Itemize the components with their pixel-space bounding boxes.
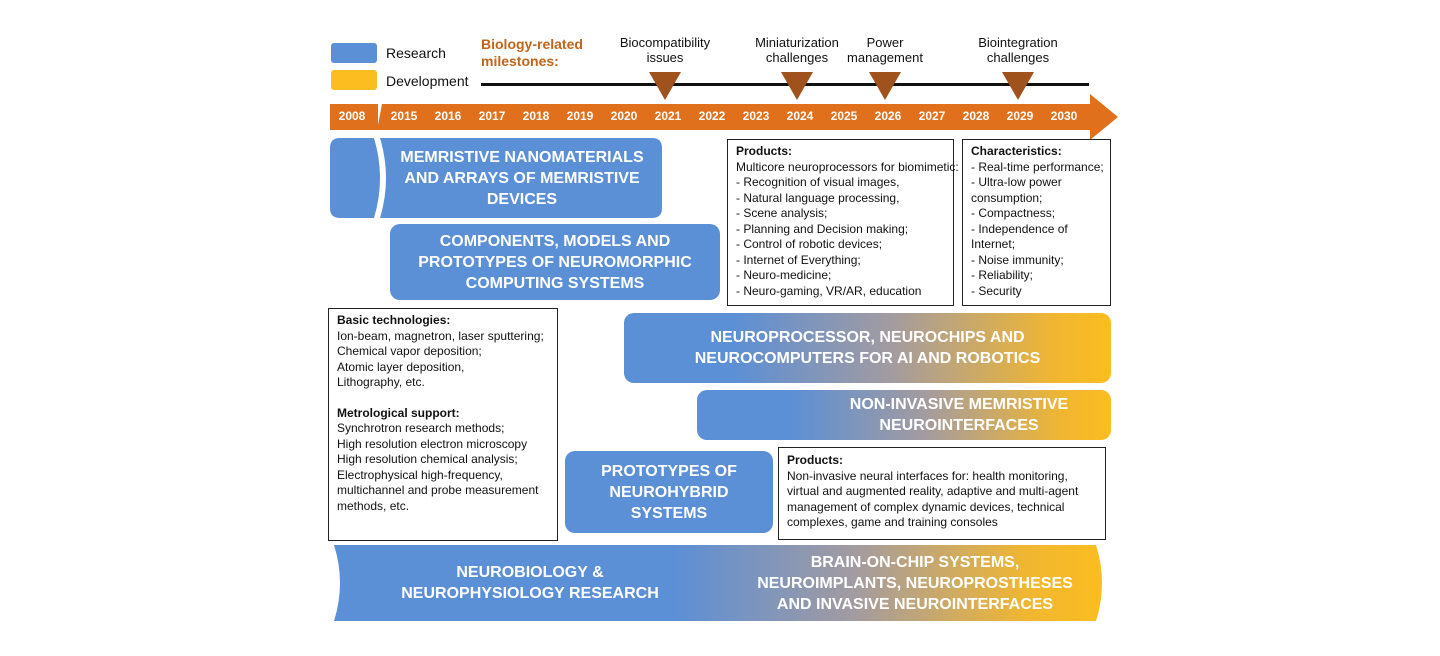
timeline-arrow <box>330 94 1118 140</box>
metrological-line: multichannel and probe measurement <box>337 483 539 497</box>
metrological-line: High resolution electron microscopy <box>337 436 528 451</box>
products-line: - Scene analysis; <box>736 206 828 220</box>
characteristics-line: - Independence of <box>971 221 1068 236</box>
year-2030: 2030 <box>1050 109 1078 123</box>
characteristics-line: - Ultra-low power <box>971 175 1062 189</box>
products-box: Products: Multicore neuroprocessors for … <box>727 139 959 306</box>
characteristics-box: Characteristics: - Real-time performance… <box>962 139 1111 306</box>
basic-technology-line: Atomic layer deposition, <box>337 359 465 374</box>
year-2024: 2024 <box>786 109 814 123</box>
milestones-title: Biology-related milestones: <box>481 36 583 69</box>
metrological-line: Synchrotron research methods; <box>337 421 505 435</box>
products-line: - Neuro-gaming, VR/AR, education <box>736 283 922 298</box>
characteristics-line: - Compactness; <box>971 206 1056 220</box>
development-legend-swatch <box>331 70 377 90</box>
milestone-marker-power <box>869 72 901 100</box>
year-2023: 2023 <box>742 109 770 123</box>
products-line: - Planning and Decision making; <box>736 221 909 236</box>
neuroprocessor-block: NEUROPROCESSOR, NEUROCHIPS AND NEUROCOMP… <box>624 313 1111 383</box>
development-legend-label: Development <box>386 73 469 89</box>
year-2021: 2021 <box>654 109 682 123</box>
products-line: - Recognition of visual images, <box>736 175 900 189</box>
year-2022: 2022 <box>698 109 726 123</box>
products-line: - Neuro-medicine; <box>736 268 832 282</box>
year-2016: 2016 <box>434 109 462 123</box>
memristive-block-shape <box>330 138 662 218</box>
characteristics-line: - Reliability; <box>971 268 1034 282</box>
neurohybrid-prototypes-block: PROTOTYPES OF NEUROHYBRID SYSTEMS <box>565 451 773 533</box>
products-line: Multicore neuroprocessors for biomimetic… <box>736 159 959 174</box>
non-invasive-neurointerfaces-block: NON-INVASIVE MEMRISTIVE NEUROINTERFACES <box>697 390 1111 440</box>
year-2008: 2008 <box>338 109 366 123</box>
basic-technology-line: Ion-beam, magnetron, laser sputtering; <box>337 328 544 343</box>
milestone-label-miniaturization: Miniaturization challenges <box>755 35 839 65</box>
products-line: - Control of robotic devices; <box>736 237 883 251</box>
year-2015: 2015 <box>390 109 418 123</box>
technologies-box: Basic technologies: Ion-beam, magnetron,… <box>328 308 558 541</box>
products-line: - Internet of Everything; <box>736 252 861 267</box>
basic-technology-line: Chemical vapor deposition; <box>337 344 482 358</box>
year-2029: 2029 <box>1006 109 1034 123</box>
milestone-label-biointegration: Biointegration challenges <box>978 35 1058 65</box>
milestone-marker-miniaturization <box>781 72 813 100</box>
year-2017: 2017 <box>478 109 506 123</box>
milestone-marker-biocompatibility <box>649 72 681 100</box>
products-box-title: Products: <box>736 144 793 158</box>
metrological-line: Electrophysical high-frequency, <box>337 467 503 482</box>
interfaces-products-box: Products: Non-invasive neural interfaces… <box>778 447 1106 540</box>
components-models-block: COMPONENTS, MODELS AND PROTOTYPES OF NEU… <box>390 224 720 300</box>
basic-technologies-title: Basic technologies: <box>337 313 451 327</box>
milestone-label-biocompatibility: Biocompatibility issues <box>619 35 711 65</box>
neurobiology-research-block: NEUROBIOLOGY & NEUROPHYSIOLOGY RESEARCH <box>401 564 659 602</box>
metrological-line: High resolution chemical analysis; <box>337 452 518 466</box>
characteristics-line: - Security <box>971 283 1022 298</box>
characteristics-box-title: Characteristics: <box>971 144 1062 158</box>
interfaces-products-title: Products: <box>787 453 844 467</box>
year-2018: 2018 <box>522 109 550 123</box>
characteristics-line: consumption; <box>971 190 1043 205</box>
year-2019: 2019 <box>566 109 594 123</box>
basic-technology-line: Lithography, etc. <box>337 375 425 389</box>
research-legend-label: Research <box>386 45 446 61</box>
milestone-marker-biointegration <box>1002 72 1034 100</box>
memristive-nanomaterials-block: MEMRISTIVE NANOMATERIALS AND ARRAYS OF M… <box>400 148 644 208</box>
year-2025: 2025 <box>830 109 858 123</box>
year-2028: 2028 <box>962 109 990 123</box>
characteristics-line: - Noise immunity; <box>971 252 1064 267</box>
characteristics-line: - Real-time performance; <box>971 159 1104 174</box>
year-2020: 2020 <box>610 109 638 123</box>
milestone-label-power: Power management <box>847 35 923 65</box>
year-2027: 2027 <box>918 109 946 123</box>
metrological-support-title: Metrological support: <box>337 405 460 420</box>
characteristics-line: Internet; <box>971 237 1016 251</box>
bottom-banner-shape <box>334 545 1102 621</box>
year-2026: 2026 <box>874 109 902 123</box>
brain-on-chip-block: BRAIN-ON-CHIP SYSTEMS, NEUROIMPLANTS, NE… <box>757 553 1073 613</box>
metrological-line: methods, etc. <box>337 498 410 513</box>
research-legend-swatch <box>331 43 377 63</box>
products-line: - Natural language processing, <box>736 190 900 205</box>
interfaces-products-text: Non-invasive neural interfaces for: heal… <box>787 468 1079 530</box>
